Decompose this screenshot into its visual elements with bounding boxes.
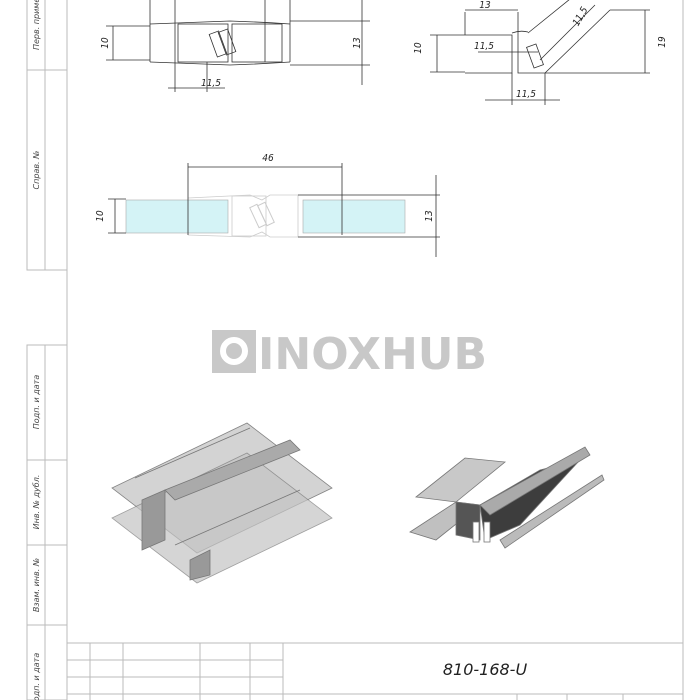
dim-10: 10	[100, 37, 111, 49]
designation: 810-168-U	[443, 660, 528, 679]
straight-connector-view: 10 13 11,5	[100, 0, 370, 92]
title-block: 810-168-U	[67, 642, 683, 700]
dim-13: 13	[479, 0, 491, 11]
glass-pane-right	[302, 199, 406, 234]
label-podp-data-2: Подп. и дата	[32, 653, 41, 700]
label-podp-data: Подп. и дата	[32, 375, 41, 430]
glass-pane-left	[125, 199, 229, 234]
dim-10: 10	[95, 210, 106, 222]
dim-19: 19	[657, 36, 668, 48]
dim-11-5: 11,5	[201, 78, 221, 89]
label-inv-dubl: Инв. № дубл.	[32, 475, 41, 530]
label-perv-primen: Перв. примен.	[32, 0, 41, 50]
dim-11-5-diag: 11,5	[571, 5, 591, 28]
label-vzam-inv: Взам. инв. №	[32, 558, 41, 612]
iso-straight-connector	[111, 422, 333, 584]
watermark: INOXHUB	[212, 329, 487, 380]
dim-10: 10	[413, 42, 424, 54]
frame	[26, 0, 684, 700]
glass-section-view: 46 10 13	[95, 153, 440, 257]
dim-13: 13	[352, 37, 363, 49]
watermark-text: INOXHUB	[258, 329, 487, 380]
watermark-logo-icon	[212, 330, 256, 373]
dim-11-5-bottom: 11,5	[516, 89, 536, 100]
dim-46: 46	[262, 153, 274, 164]
label-sprav-no: Справ. №	[32, 151, 41, 190]
sidebar-labels: Перв. примен. Справ. № Подп. и дата Инв.…	[32, 0, 41, 700]
dim-13: 13	[424, 210, 435, 222]
angled-connector-view: 13 11,5 10 11,5 19 11,5	[413, 0, 668, 105]
iso-angled-connector	[409, 446, 605, 549]
dim-11-5-inner: 11,5	[474, 41, 494, 52]
